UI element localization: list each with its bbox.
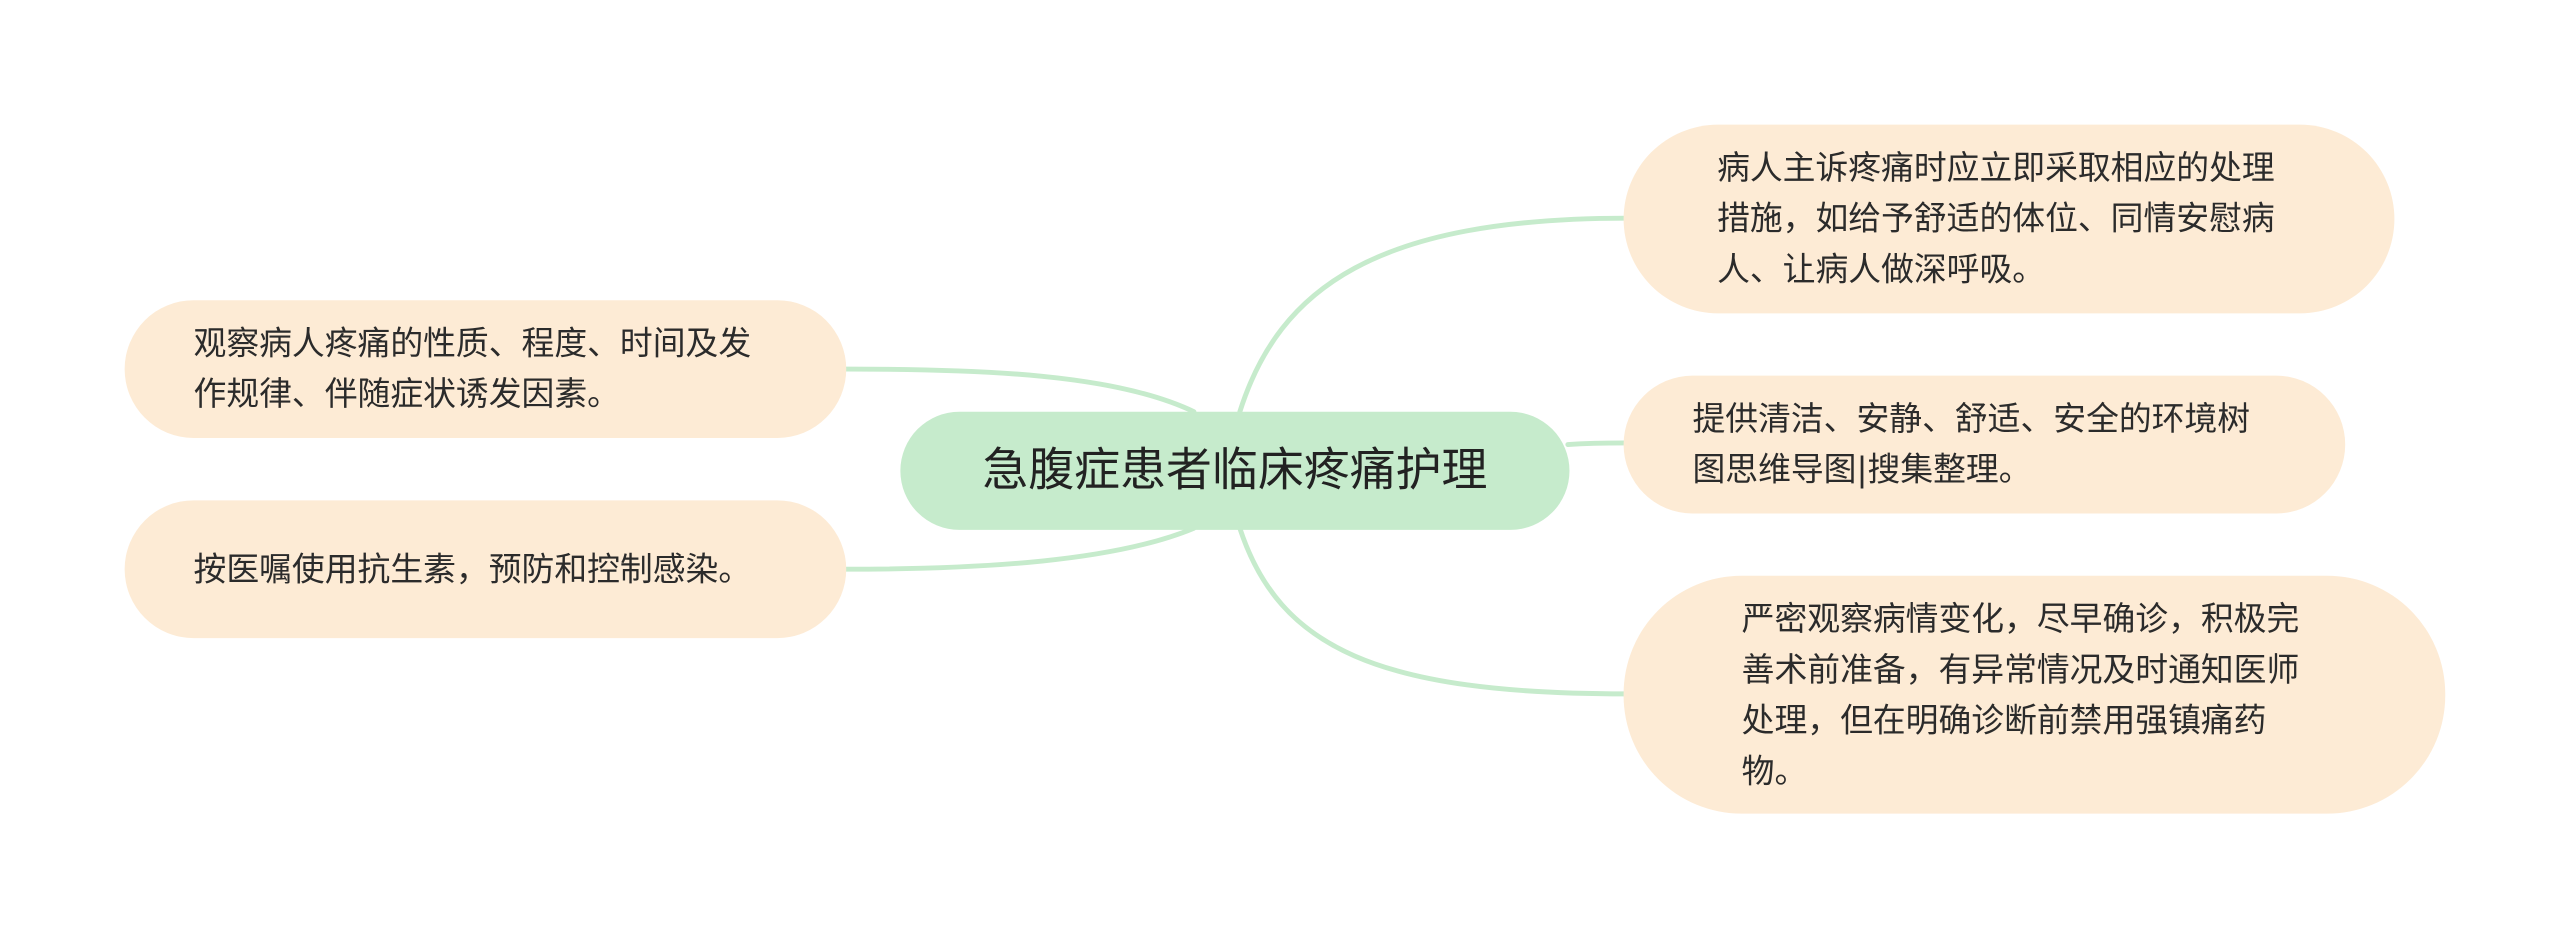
branch-topic-text: 病人主诉疼痛时应立即采取相应的处理措施，如给予舒适的体位、同情安慰病人、让病人做… (1717, 147, 2275, 289)
branch-topic-right-3[interactable]: 严密观察病情变化，尽早确诊，积极完善术前准备，有异常情况及时通知医师处理，但在明… (1623, 575, 2446, 814)
branch-topic-left-1[interactable]: 观察病人疼痛的性质、程度、时间及发作规律、伴随症状诱发因素。 (124, 300, 847, 438)
root-topic-text: 急腹症患者临床疼痛护理 (982, 442, 1488, 498)
branch-topic-left-2[interactable]: 按医嘱使用抗生素，预防和控制感染。 (124, 500, 847, 639)
branch-topic-right-1[interactable]: 病人主诉疼痛时应立即采取相应的处理措施，如给予舒适的体位、同情安慰病人、让病人做… (1623, 124, 2395, 314)
branch-topic-right-2[interactable]: 提供清洁、安静、舒适、安全的环境树图思维导图|搜集整理。 (1623, 375, 2346, 514)
branch-topic-text: 按医嘱使用抗生素，预防和控制感染。 (193, 548, 752, 589)
connector-root-to-right-3 (1237, 525, 1630, 697)
root-topic[interactable]: 急腹症患者临床疼痛护理 (900, 411, 1570, 530)
connector-root-to-right-1 (1237, 215, 1630, 415)
branch-topic-text: 严密观察病情变化，尽早确诊，积极完善术前准备，有异常情况及时通知医师处理，但在明… (1741, 597, 2300, 790)
branch-topic-text: 提供清洁、安静、舒适、安全的环境树图思维导图|搜集整理。 (1692, 398, 2251, 489)
connector-root-to-right-2 (1565, 440, 1630, 448)
branch-topic-text: 观察病人疼痛的性质、程度、时间及发作规律、伴随症状诱发因素。 (193, 323, 752, 414)
connector-root-to-left-2 (843, 525, 1197, 572)
connector-root-to-left-1 (843, 366, 1197, 415)
